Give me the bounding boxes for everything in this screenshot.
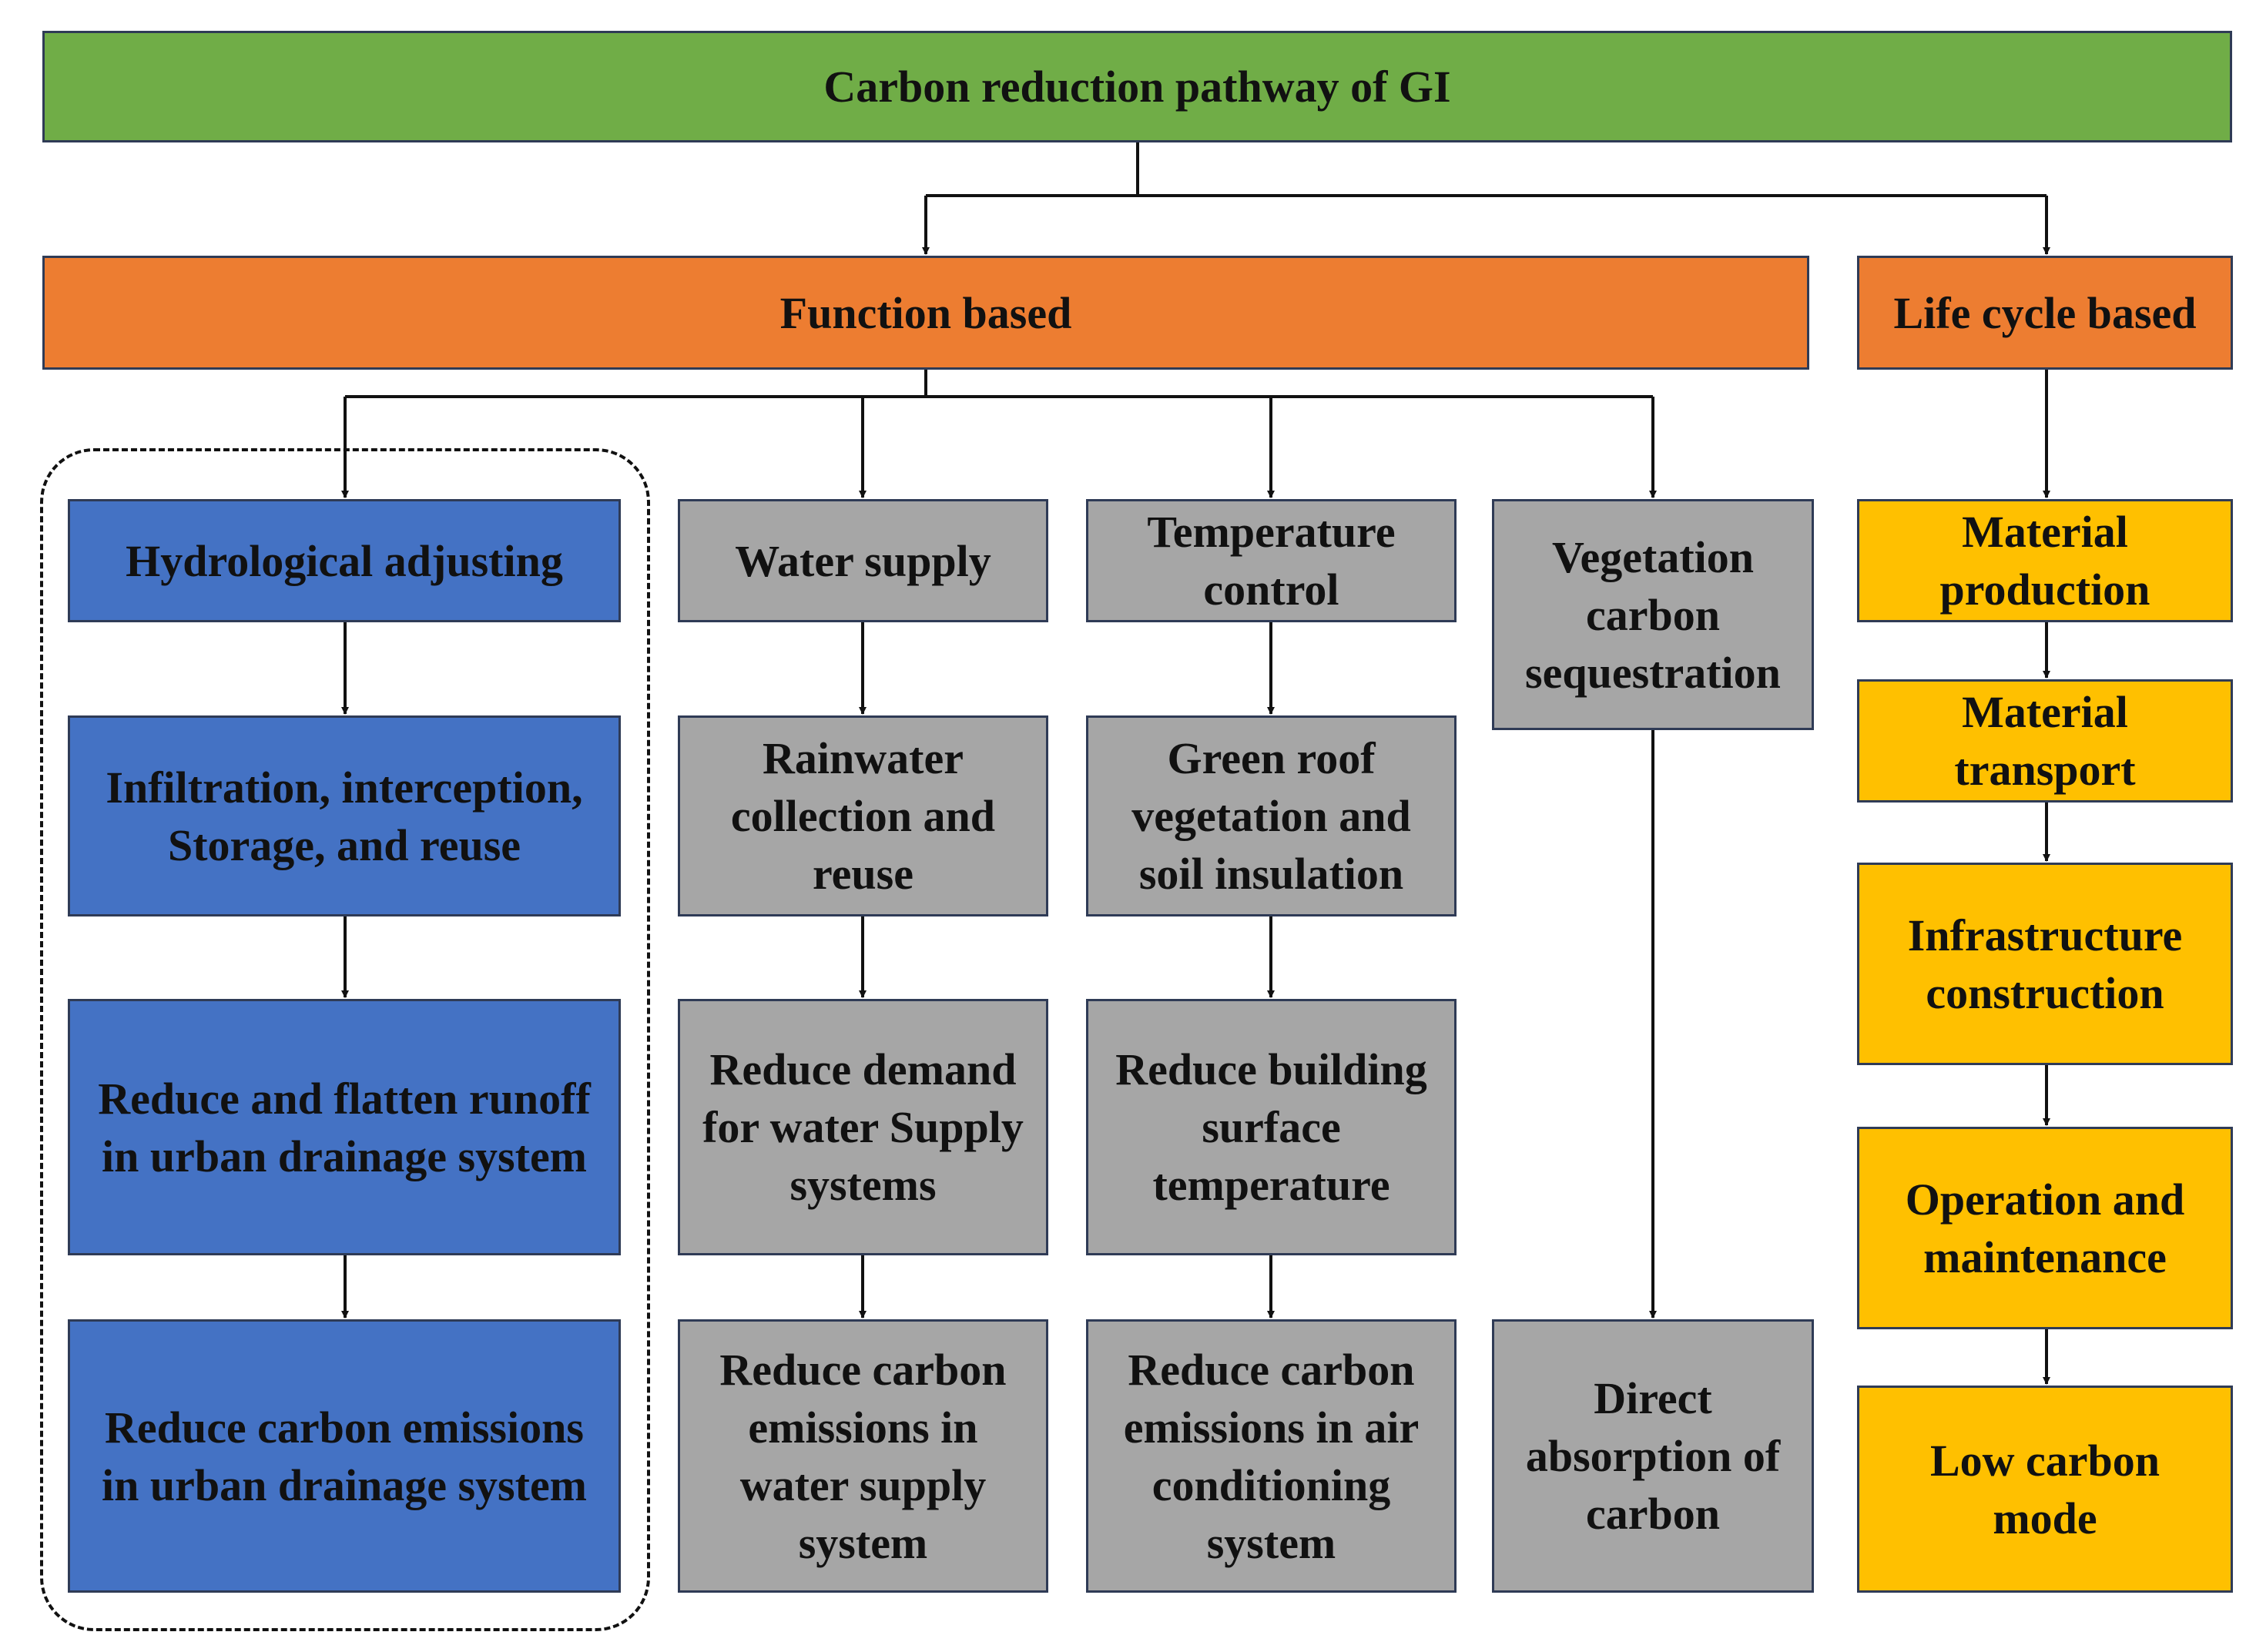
reduce-water-demand-box: Reduce demand for water Supply systems [678, 999, 1048, 1255]
material-transport-label: Material transport [1954, 687, 2136, 795]
vegetation-sequestration-box: Vegetation carbon sequestration [1492, 499, 1814, 730]
infrastructure-construction-box: Infrastructure construction [1857, 863, 2233, 1065]
drainage-emissions-label: Reduce carbon emissions in urban drainag… [101, 1402, 587, 1510]
title-text: Carbon reduction pathway of GI [823, 62, 1451, 112]
reduce-runoff-label: Reduce and flatten runoff in urban drain… [98, 1073, 591, 1181]
infrastructure-construction-label: Infrastructure construction [1907, 910, 2183, 1018]
life-cycle-based-box: Life cycle based [1857, 256, 2233, 370]
operation-maintenance-label: Operation and maintenance [1905, 1174, 2185, 1282]
air-conditioning-emissions-box: Reduce carbon emissions in air condition… [1086, 1319, 1457, 1593]
material-transport-box: Material transport [1857, 679, 2233, 803]
infiltration-box: Infiltration, interception, Storage, and… [68, 715, 621, 916]
hydrological-adjusting-label: Hydrological adjusting [126, 535, 563, 586]
function-based-box: Function based [42, 256, 1809, 370]
function-based-label: Function based [779, 287, 1072, 338]
low-carbon-mode-box: Low carbon mode [1857, 1386, 2233, 1593]
low-carbon-mode-label: Low carbon mode [1929, 1435, 2161, 1543]
temperature-control-label: Temperature control [1147, 507, 1396, 615]
operation-maintenance-box: Operation and maintenance [1857, 1127, 2233, 1329]
material-production-label: Material production [1939, 507, 2150, 615]
material-production-box: Material production [1857, 499, 2233, 622]
water-supply-emissions-label: Reduce carbon emissions in water supply … [719, 1344, 1007, 1568]
reduce-surface-temperature-label: Reduce building surface temperature [1115, 1044, 1427, 1210]
reduce-runoff-box: Reduce and flatten runoff in urban drain… [68, 999, 621, 1255]
hydrological-adjusting-box: Hydrological adjusting [68, 499, 621, 622]
green-roof-box: Green roof vegetation and soil insulatio… [1086, 715, 1457, 916]
reduce-surface-temperature-box: Reduce building surface temperature [1086, 999, 1457, 1255]
air-conditioning-emissions-label: Reduce carbon emissions in air condition… [1123, 1344, 1420, 1568]
water-supply-label: Water supply [735, 535, 991, 586]
direct-absorption-label: Direct absorption of carbon [1525, 1373, 1781, 1539]
water-supply-emissions-box: Reduce carbon emissions in water supply … [678, 1319, 1048, 1593]
drainage-emissions-box: Reduce carbon emissions in urban drainag… [68, 1319, 621, 1593]
vegetation-sequestration-label: Vegetation carbon sequestration [1525, 531, 1781, 698]
infiltration-label: Infiltration, interception, Storage, and… [106, 762, 583, 870]
reduce-water-demand-label: Reduce demand for water Supply systems [702, 1044, 1024, 1210]
title-box: Carbon reduction pathway of GI [42, 31, 2232, 142]
temperature-control-box: Temperature control [1086, 499, 1457, 622]
green-roof-label: Green roof vegetation and soil insulatio… [1131, 733, 1411, 899]
hydrological-group-outline [40, 448, 650, 1631]
direct-absorption-box: Direct absorption of carbon [1492, 1319, 1814, 1593]
water-supply-box: Water supply [678, 499, 1048, 622]
rainwater-collection-box: Rainwater collection and reuse [678, 715, 1048, 916]
life-cycle-based-label: Life cycle based [1893, 287, 2197, 338]
rainwater-collection-label: Rainwater collection and reuse [730, 733, 996, 899]
